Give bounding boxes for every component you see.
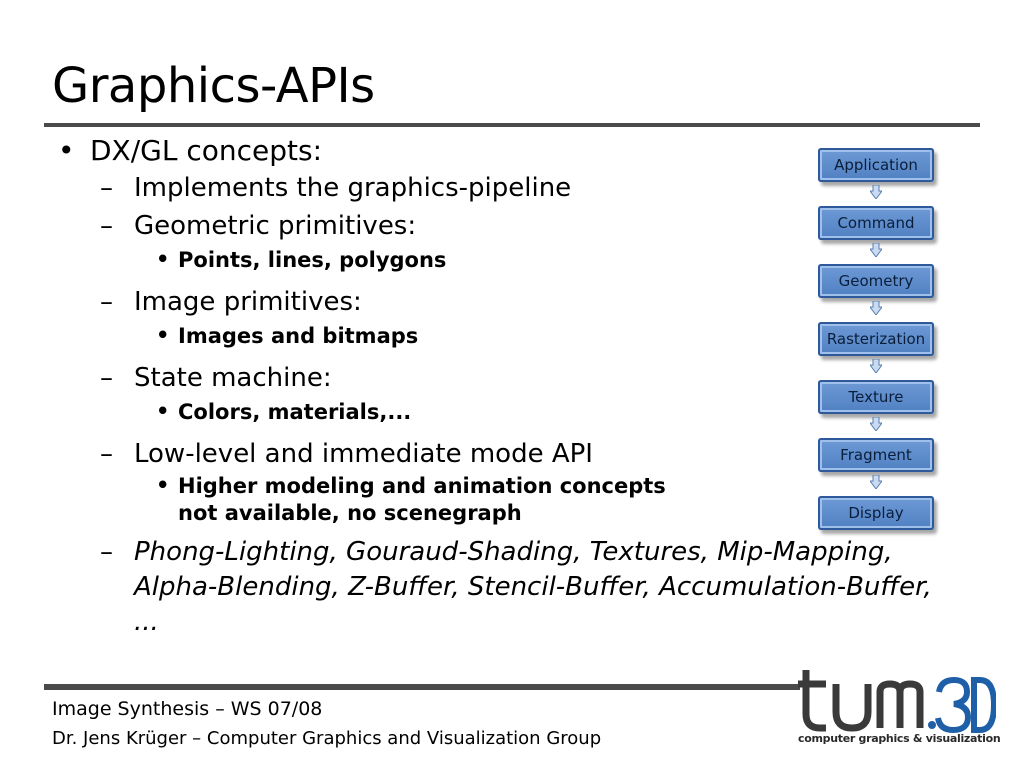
- subbullet-text: Implements the graphics-pipeline: [134, 173, 572, 203]
- bullet-dot-icon: •: [156, 247, 170, 271]
- subsubbullet-image: • Images and bitmaps: [52, 321, 992, 351]
- arrow-down-icon: [870, 359, 882, 373]
- subsubbullet-text: Points, lines, polygons: [178, 248, 447, 272]
- bullet-dot-icon: •: [156, 473, 170, 497]
- subbullet-lowlevel: – Low-level and immediate mode API: [52, 435, 992, 473]
- arrow-down-icon: [870, 185, 882, 199]
- dash-icon: –: [100, 439, 113, 469]
- pipeline-stage-texture: Texture: [818, 380, 934, 414]
- subbullet-features: – Phong-Lighting, Gouraud-Shading, Textu…: [52, 535, 954, 640]
- arrow-down-icon: [870, 301, 882, 315]
- dash-icon: –: [100, 363, 113, 393]
- subbullet-features-text: Phong-Lighting, Gouraud-Shading, Texture…: [134, 537, 932, 637]
- arrow-down-icon: [870, 475, 882, 489]
- bullet-main-text: DX/GL concepts:: [90, 134, 323, 167]
- logo-caption: computer graphics & visualization: [798, 732, 1001, 745]
- dash-icon: –: [100, 211, 113, 241]
- dash-icon: –: [100, 537, 113, 567]
- title-divider: [44, 123, 980, 127]
- bullet-dot-icon: •: [156, 399, 170, 423]
- subsubbullet-text-line2: not available, no scenegraph: [178, 501, 522, 525]
- subsubbullet-text-line1: Higher modeling and animation concepts: [178, 474, 666, 498]
- footer-course: Image Synthesis – WS 07/08: [52, 698, 323, 720]
- bullet-dot-icon: •: [58, 134, 75, 167]
- pipeline-stage-fragment: Fragment: [818, 438, 934, 472]
- pipeline-stage-rasterization: Rasterization: [818, 322, 934, 356]
- footer-author: Dr. Jens Krüger – Computer Graphics and …: [52, 728, 602, 749]
- slide-title: Graphics-APIs: [52, 58, 375, 114]
- subsubbullet-geometric: • Points, lines, polygons: [52, 245, 992, 275]
- subsubbullet-text: Colors, materials,...: [178, 400, 412, 424]
- bullet-dot-icon: •: [156, 323, 170, 347]
- subbullet-text: Low-level and immediate mode API: [134, 439, 593, 469]
- dash-icon: –: [100, 287, 113, 317]
- arrow-down-icon: [870, 417, 882, 431]
- subsubbullet-text: Images and bitmaps: [178, 324, 419, 348]
- pipeline-stage-application: Application: [818, 148, 934, 182]
- subbullet-pipeline: – Implements the graphics-pipeline: [52, 169, 992, 207]
- subsubbullet-lowlevel: • Higher modeling and animation concepts…: [52, 473, 992, 527]
- subbullet-image: – Image primitives:: [52, 283, 992, 321]
- pipeline-stage-command: Command: [818, 206, 934, 240]
- subbullet-state: – State machine:: [52, 359, 992, 397]
- tum3d-logo-icon: [798, 670, 996, 734]
- dash-icon: –: [100, 173, 113, 203]
- subbullet-geometric: – Geometric primitives:: [52, 207, 992, 245]
- subbullet-text: State machine:: [134, 363, 332, 393]
- slide-content: • DX/GL concepts: – Implements the graph…: [52, 132, 992, 640]
- subbullet-text: Image primitives:: [134, 287, 362, 317]
- footer-divider: [44, 684, 800, 690]
- subbullet-text: Geometric primitives:: [134, 211, 417, 241]
- subsubbullet-state: • Colors, materials,...: [52, 397, 992, 427]
- pipeline-stage-display: Display: [818, 496, 934, 530]
- arrow-down-icon: [870, 243, 882, 257]
- pipeline-diagram: Application Command Geometry Rasterizati…: [818, 148, 940, 538]
- pipeline-stage-geometry: Geometry: [818, 264, 934, 298]
- bullet-main: • DX/GL concepts:: [52, 132, 992, 169]
